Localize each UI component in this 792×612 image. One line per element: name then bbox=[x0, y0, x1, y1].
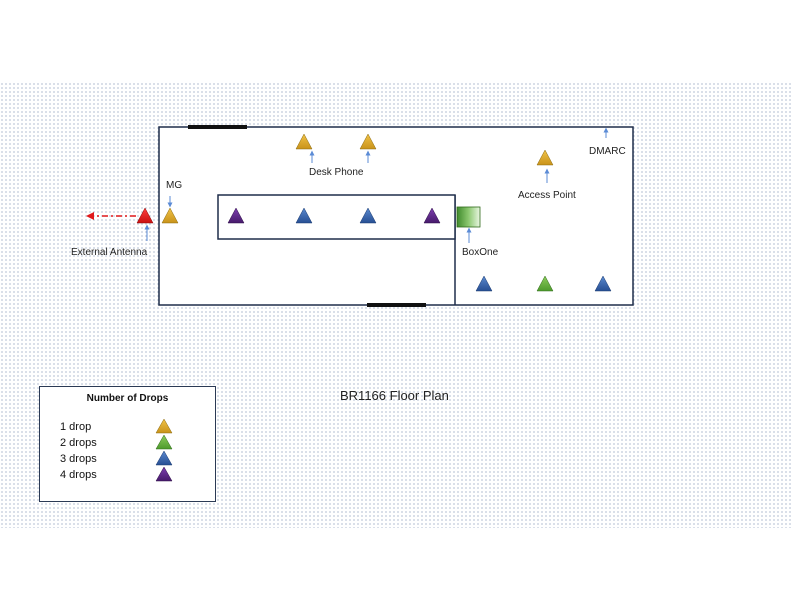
drop-triangle-2-drops bbox=[536, 275, 554, 292]
drop-triangle-1-drop bbox=[359, 133, 377, 150]
legend-triangle-2-drops bbox=[155, 434, 173, 450]
inner-desk-block bbox=[217, 194, 456, 240]
drop-triangle-1-drop bbox=[161, 207, 179, 224]
legend-box: Number of Drops 1 drop 2 drops 3 drops 4… bbox=[39, 386, 216, 502]
external-antenna-label: External Antenna bbox=[71, 247, 148, 258]
drop-triangle-4-drops bbox=[423, 207, 441, 224]
legend-label-3-drops: 3 drops bbox=[60, 453, 97, 465]
floor-plan-title: BR1166 Floor Plan bbox=[340, 388, 449, 403]
external-antenna-icon bbox=[136, 207, 154, 224]
boxone-device-icon bbox=[456, 206, 481, 228]
boxone-label: BoxOne bbox=[462, 247, 499, 258]
legend-label-2-drops: 2 drops bbox=[60, 437, 97, 449]
legend-triangle-3-drops bbox=[155, 450, 173, 466]
desk-phone-label: Desk Phone bbox=[309, 167, 364, 178]
legend-triangle-1-drop bbox=[155, 418, 173, 434]
drop-triangle-3-drops bbox=[594, 275, 612, 292]
drop-triangle-3-drops bbox=[359, 207, 377, 224]
drop-triangle-1-drop bbox=[295, 133, 313, 150]
legend-label-1-drop: 1 drop bbox=[60, 421, 92, 433]
access-point-label: Access Point bbox=[518, 190, 576, 201]
drop-triangle-3-drops bbox=[295, 207, 313, 224]
drop-triangle-3-drops bbox=[475, 275, 493, 292]
external-antenna-arrowhead bbox=[86, 212, 94, 220]
legend-label-4-drops: 4 drops bbox=[60, 469, 97, 481]
dmarc-label: DMARC bbox=[589, 146, 626, 157]
legend-title: Number of Drops bbox=[86, 393, 169, 404]
legend-triangle-4-drops bbox=[155, 466, 173, 482]
drop-triangle-4-drops bbox=[227, 207, 245, 224]
mg-label: MG bbox=[166, 180, 182, 191]
drop-triangle-1-drop bbox=[536, 149, 554, 166]
